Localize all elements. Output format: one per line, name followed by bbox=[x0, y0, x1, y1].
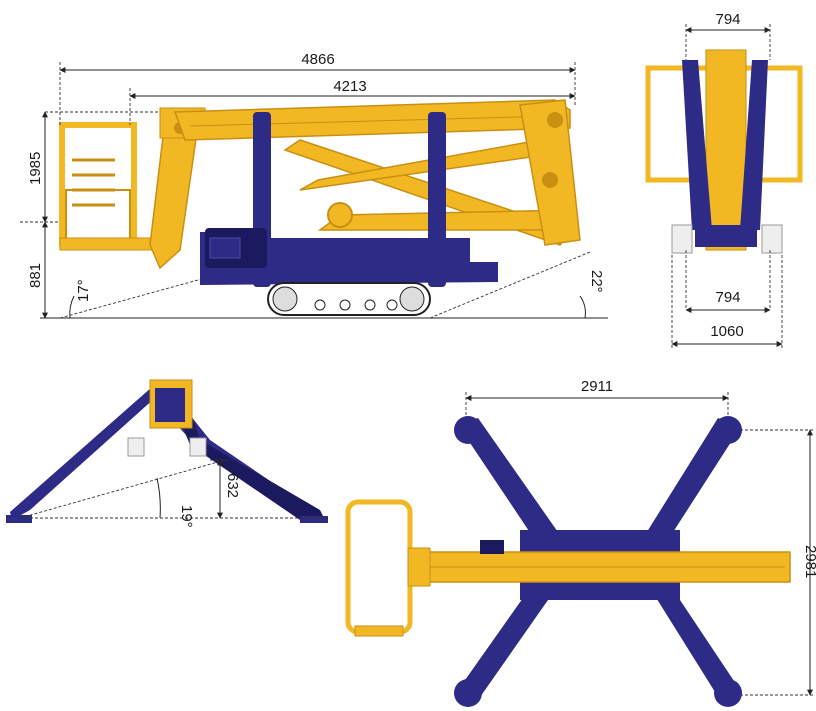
top-control-box bbox=[480, 540, 504, 554]
span-x-label: 2911 bbox=[581, 378, 613, 395]
rear-leg-right bbox=[740, 60, 768, 230]
departure-angle-label: 22° bbox=[588, 270, 605, 293]
front-pad-right bbox=[300, 516, 328, 523]
rear-leg-left bbox=[682, 60, 712, 230]
top-outrigger-sw bbox=[458, 588, 555, 700]
front-angle-arc bbox=[156, 477, 161, 519]
angle-arc-right bbox=[579, 295, 586, 319]
rear-mast bbox=[705, 49, 747, 251]
platform-basket bbox=[59, 122, 161, 251]
top-pad-sw bbox=[454, 679, 482, 707]
lower-height-label: 881 bbox=[27, 263, 44, 288]
approach-angle-line bbox=[59, 255, 286, 319]
top-outrigger-nw bbox=[458, 418, 560, 540]
top-platform-step bbox=[354, 625, 404, 637]
top-pad-se bbox=[714, 679, 742, 707]
front-outrigger-right-inner bbox=[170, 395, 325, 520]
top-outrigger-se bbox=[650, 588, 740, 700]
upper-boom bbox=[173, 99, 571, 141]
departure-angle-line bbox=[429, 251, 591, 319]
side-view: 4866 4213 1985 881 17° 22° bbox=[20, 51, 608, 319]
top-rotator bbox=[407, 547, 431, 587]
top-pad-nw bbox=[454, 416, 482, 444]
upper-height-label: 1985 bbox=[27, 152, 44, 185]
outrigger-width-label: 1060 bbox=[710, 323, 743, 340]
front-angle-line bbox=[19, 459, 226, 519]
top-width-label: 794 bbox=[715, 11, 740, 28]
angle-arc-left bbox=[69, 295, 75, 319]
front-track-right bbox=[189, 437, 207, 457]
track-width-label: 794 bbox=[715, 289, 740, 306]
chassis-body bbox=[200, 228, 498, 285]
front-chassis bbox=[155, 388, 185, 422]
front-angle-label: 19° bbox=[178, 505, 195, 528]
span-y-label: 2981 bbox=[802, 545, 816, 578]
boom-length-label: 4213 bbox=[333, 78, 366, 95]
approach-angle-label: 17° bbox=[75, 279, 92, 302]
top-view: 2911 2981 bbox=[345, 378, 816, 707]
rear-track-right bbox=[761, 224, 783, 254]
top-platform bbox=[345, 499, 413, 635]
top-pad-ne bbox=[714, 416, 742, 444]
front-view: 19° 632 bbox=[6, 379, 330, 528]
rear-chassis bbox=[695, 225, 757, 247]
crawler-track bbox=[267, 282, 431, 316]
rear-view: 794 794 1060 bbox=[645, 11, 803, 348]
top-outrigger-ne bbox=[645, 418, 740, 540]
front-outrigger-left bbox=[10, 380, 175, 520]
rear-track-left bbox=[671, 224, 693, 254]
front-pad-left bbox=[6, 515, 32, 523]
front-height-label: 632 bbox=[224, 473, 241, 498]
front-track-left bbox=[127, 437, 145, 457]
overall-length-label: 4866 bbox=[301, 51, 334, 68]
